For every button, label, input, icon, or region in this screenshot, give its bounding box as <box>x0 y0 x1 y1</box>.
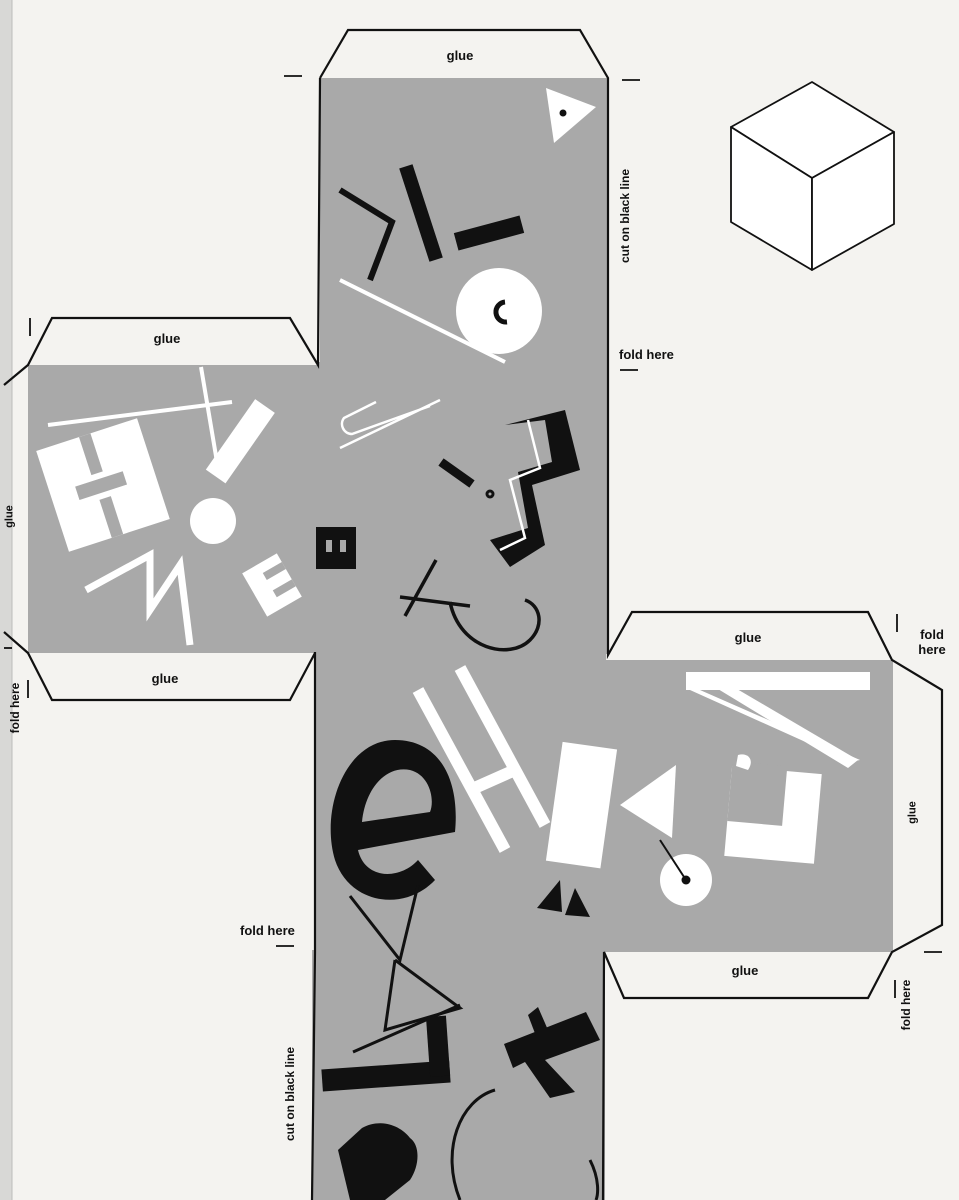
glue-tab-top-label: glue <box>446 48 474 63</box>
right-panel-glyphs <box>620 672 870 906</box>
black-zigzag-glyph <box>490 410 580 567</box>
black-k-block <box>504 1012 600 1098</box>
cut-on-black-line-label-top: cut on black line <box>618 168 632 264</box>
white-h-glyph <box>412 665 551 853</box>
white-rectangle-block <box>545 741 618 869</box>
black-l-bottom <box>321 1060 451 1092</box>
page-binding-edge <box>0 0 12 1200</box>
black-m-block <box>316 527 356 569</box>
tick-marks <box>4 75 942 998</box>
glue-tab-far-left-label: glue <box>3 505 16 528</box>
middle-panel-glyphs <box>330 665 618 917</box>
fold-here-label-right-top: fold here <box>619 347 674 362</box>
white-paperclip-glyph <box>339 398 441 450</box>
black-triangle-outline <box>383 958 464 1033</box>
fold-here-label-right-vertical: fold here <box>899 979 913 1031</box>
black-c-arc <box>450 1088 600 1200</box>
black-b-glyph <box>338 1123 418 1200</box>
black-l-bar <box>453 215 525 251</box>
black-chevron-glyph <box>338 187 396 282</box>
white-o-disc <box>456 268 542 354</box>
white-diagonal-line <box>339 278 506 364</box>
black-k-glyph-lines <box>348 884 420 964</box>
cut-on-black-line-label-bottom: cut on black line <box>283 1046 297 1142</box>
black-small-wedge <box>537 880 562 912</box>
fold-here-label-left-vertical: fold here <box>8 682 22 734</box>
black-bar-glyph <box>399 164 443 262</box>
glue-tab-right-top-label: glue <box>734 630 762 645</box>
glue-tab-left-bottom-label: glue <box>151 671 179 686</box>
fold-here-label-bottom-left: fold here <box>240 923 295 938</box>
white-exclamation-dot <box>190 498 236 544</box>
top-panel-glyphs <box>338 88 596 364</box>
panel-center <box>318 362 608 654</box>
black-e-glyph <box>330 740 456 900</box>
here-label-right: here <box>918 642 946 657</box>
cube-illustration <box>730 81 895 271</box>
white-a-crossbar <box>686 672 870 690</box>
bottom-panel-glyphs <box>321 884 600 1200</box>
left-panel-glyphs <box>36 366 356 646</box>
glue-tab-far-right-label: glue <box>906 801 919 824</box>
white-e-block <box>242 553 302 617</box>
glue-tab-right-bottom-label: glue <box>731 963 759 978</box>
center-panel-glyphs <box>339 398 580 652</box>
glue-tab-left-top-label: glue <box>153 331 181 346</box>
black-t-hook-glyph <box>399 595 541 652</box>
white-m-glyph <box>84 549 194 646</box>
cut-outline <box>3 28 944 1200</box>
fold-label-right: fold <box>920 627 944 642</box>
white-triangle-glyph <box>546 88 596 143</box>
white-exclamation-bar <box>205 399 275 484</box>
white-triangle-block <box>620 765 676 838</box>
